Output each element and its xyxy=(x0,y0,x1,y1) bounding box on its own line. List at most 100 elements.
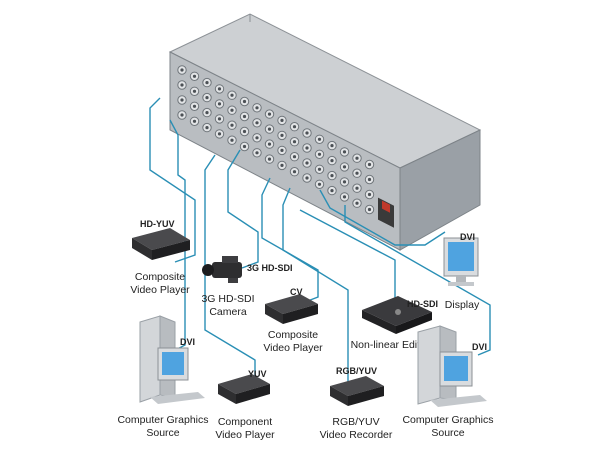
bnc-pin xyxy=(255,151,259,155)
bnc-pin xyxy=(367,177,372,182)
bnc-pin xyxy=(192,119,197,123)
bnc-pin xyxy=(217,87,222,91)
bnc-pin xyxy=(255,136,259,140)
hdyuv-label-1: Composite xyxy=(135,271,185,283)
bnc-pin xyxy=(317,182,322,186)
bnc-pin xyxy=(305,176,309,180)
bnc-pin xyxy=(192,104,197,108)
bnc-pin xyxy=(355,186,359,190)
bnc-pin xyxy=(230,108,234,112)
hdyuv-tag: HD-YUV xyxy=(140,219,175,229)
camera-label-1: 3G HD-SDI xyxy=(201,293,254,305)
bnc-pin xyxy=(242,144,247,149)
bnc-pin xyxy=(205,111,209,115)
cv-tag: CV xyxy=(290,287,303,297)
pc-left-device: DVI Computer Graphics Source xyxy=(117,315,209,439)
cable-hdyuv xyxy=(149,97,196,263)
bnc-pin xyxy=(342,150,347,154)
pc-right-device: DVI Computer Graphics Source xyxy=(402,325,494,439)
bnc-pin xyxy=(367,192,372,197)
pc-left-label-1: Computer Graphics xyxy=(117,414,208,426)
camera-tag: 3G HD-SDI xyxy=(247,263,293,273)
hdyuv-player-device: HD-YUV Composite Video Player xyxy=(130,219,190,296)
display-label: Display xyxy=(445,299,480,311)
bnc-pin xyxy=(267,157,272,161)
pc-right-label-1: Computer Graphics xyxy=(402,414,493,426)
camera-icon xyxy=(212,262,242,278)
chassis-side xyxy=(399,129,481,251)
display-tag: DVI xyxy=(460,232,475,242)
bnc-pin xyxy=(342,165,347,169)
bnc-pin xyxy=(242,99,247,104)
bnc-pin xyxy=(292,140,297,144)
bnc-pin xyxy=(355,171,359,175)
bnc-pin xyxy=(305,161,309,165)
cv-label-2: Video Player xyxy=(263,342,323,354)
bnc-pin xyxy=(330,174,334,178)
bnc-pin xyxy=(255,121,259,125)
pc-left-tag: DVI xyxy=(180,337,195,347)
bnc-pin xyxy=(317,152,322,156)
bnc-pin xyxy=(180,113,184,117)
bnc-pin xyxy=(280,133,284,137)
bnc-pin xyxy=(292,155,297,159)
bnc-pin xyxy=(280,163,284,167)
bnc-pin xyxy=(180,68,184,72)
cable-pc-right xyxy=(344,205,491,356)
bnc-pin xyxy=(292,125,297,129)
bnc-pin xyxy=(330,159,334,163)
bnc-pin xyxy=(305,131,309,135)
recorder-device: RGB/YUV RGB/YUV Video Recorder xyxy=(320,366,393,441)
bnc-pin xyxy=(205,81,209,85)
bnc-pin xyxy=(317,137,322,141)
bnc-pin xyxy=(367,207,372,212)
bnc-pin xyxy=(305,146,309,150)
bnc-pin xyxy=(192,89,197,93)
bnc-pin xyxy=(230,93,234,97)
bnc-pin xyxy=(242,129,247,134)
bnc-pin xyxy=(192,74,197,78)
rear-connectors xyxy=(177,65,375,215)
bnc-pin xyxy=(317,167,322,171)
power-switch xyxy=(382,200,390,213)
bnc-pin xyxy=(280,118,284,122)
cable-pc-left xyxy=(169,119,186,353)
bnc-pin xyxy=(355,156,359,160)
recorder-label-2: Video Recorder xyxy=(320,429,393,441)
pc-right-label-2: Source xyxy=(431,427,464,439)
bnc-pin xyxy=(217,132,222,136)
bnc-pin xyxy=(230,123,234,127)
bnc-pin xyxy=(180,83,184,87)
cv-player-device: CV Composite Video Player xyxy=(263,287,323,354)
recorder-label-1: RGB/YUV xyxy=(332,416,379,428)
editor-label: Non-linear Editor xyxy=(351,339,430,351)
bnc-pin xyxy=(355,201,359,205)
bnc-pin xyxy=(205,126,209,130)
cable-camera xyxy=(227,149,259,269)
bnc-pin xyxy=(217,102,222,106)
bnc-pin xyxy=(242,114,247,119)
component-player-device: YUV Component Video Player xyxy=(215,369,275,441)
hdyuv-label-2: Video Player xyxy=(130,284,190,296)
bnc-pin xyxy=(267,142,272,146)
cv-label-1: Composite xyxy=(268,329,318,341)
bnc-pin xyxy=(367,162,372,167)
bnc-pin xyxy=(180,98,184,102)
component-label-1: Component xyxy=(218,416,272,428)
cable-display xyxy=(319,189,446,246)
recorder-tag: RGB/YUV xyxy=(336,366,377,376)
pc-left-label-2: Source xyxy=(146,427,179,439)
camera-device: 3G HD-SDI 3G HD-SDI Camera xyxy=(201,256,293,318)
component-label-2: Video Player xyxy=(215,429,275,441)
bnc-pin xyxy=(292,170,297,174)
bnc-pin xyxy=(267,112,272,116)
bnc-pin xyxy=(205,96,209,100)
bnc-pin xyxy=(267,127,272,131)
bnc-pin xyxy=(342,195,347,199)
bnc-pin xyxy=(342,180,347,184)
bnc-pin xyxy=(330,189,334,193)
display-device: DVI Display xyxy=(443,232,480,311)
bnc-pin xyxy=(217,117,222,121)
